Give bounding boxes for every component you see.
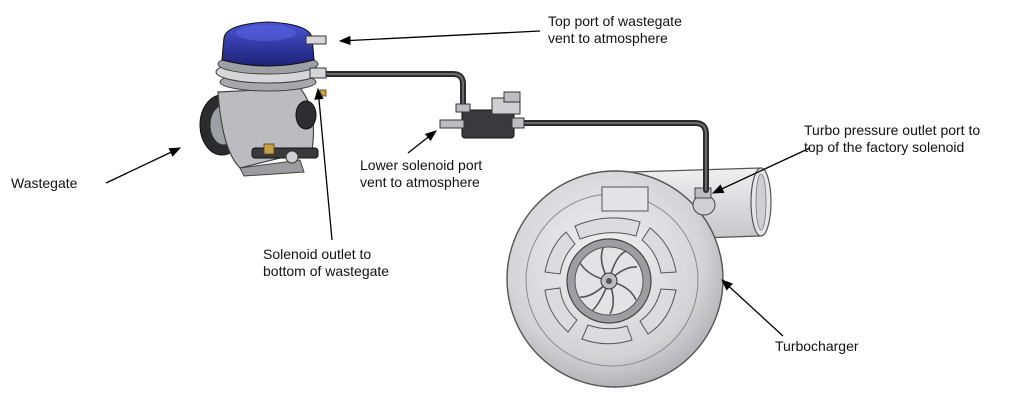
label-wastegate-text: Wastegate bbox=[11, 175, 78, 191]
label-solenoid-outlet-line2: bottom of wastegate bbox=[263, 263, 390, 279]
wastegate bbox=[199, 21, 327, 177]
label-lower-solenoid-line1: Lower solenoid port bbox=[360, 157, 483, 173]
label-turbo-outlet: Turbo pressure outlet port to top of the… bbox=[804, 122, 980, 156]
boost-solenoid bbox=[439, 91, 525, 139]
arrow-turbocharger bbox=[721, 279, 784, 337]
turbocharger bbox=[506, 167, 772, 388]
label-top-port-line1: Top port of wastegate bbox=[548, 13, 682, 29]
arrow-wastegate bbox=[105, 147, 182, 184]
arrow-turbo-outlet bbox=[711, 147, 811, 194]
arrow-top-port bbox=[338, 30, 541, 46]
label-turbo-outlet-line2: top of the factory solenoid bbox=[804, 139, 965, 155]
label-lower-solenoid: Lower solenoid port vent to atmosphere bbox=[360, 157, 482, 191]
arrow-solenoid-outlet bbox=[314, 87, 333, 241]
label-top-port-line2: vent to atmosphere bbox=[548, 30, 668, 46]
label-top-port: Top port of wastegate vent to atmosphere bbox=[548, 13, 682, 47]
arrow-lower-solenoid bbox=[407, 130, 437, 154]
label-solenoid-outlet: Solenoid outlet to bottom of wastegate bbox=[263, 246, 389, 280]
label-lower-solenoid-line2: vent to atmosphere bbox=[360, 174, 480, 190]
label-turbocharger: Turbocharger bbox=[775, 338, 859, 355]
annotation-arrows bbox=[105, 30, 811, 337]
vacuum-hoses bbox=[319, 71, 709, 193]
label-solenoid-outlet-line1: Solenoid outlet to bbox=[263, 246, 372, 262]
label-turbo-outlet-line1: Turbo pressure outlet port to bbox=[804, 122, 981, 138]
label-turbocharger-text: Turbocharger bbox=[775, 338, 859, 354]
label-wastegate: Wastegate bbox=[11, 175, 77, 192]
